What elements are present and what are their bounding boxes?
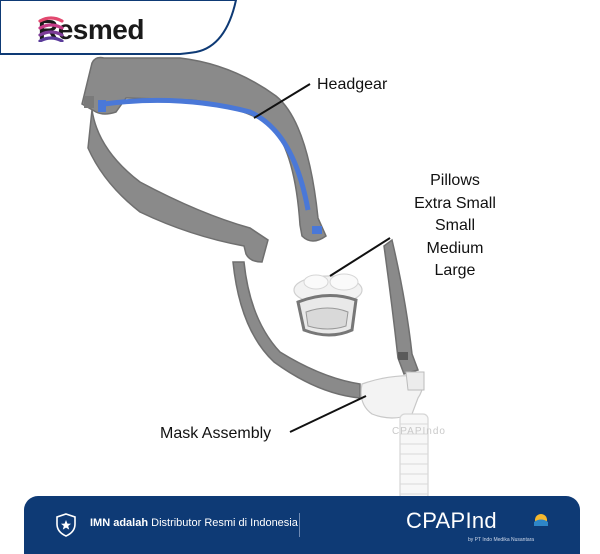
cpapindo-logo-subtitle: by PT Indo Medika Nusantara bbox=[468, 537, 535, 543]
logo-tab: Resmed bbox=[0, 0, 240, 60]
mask-assembly-illustration bbox=[360, 371, 429, 500]
mask-frame-illustration bbox=[232, 238, 419, 399]
headgear-illustration bbox=[81, 56, 327, 263]
resmed-mark-icon bbox=[38, 16, 64, 42]
distributor-rest: Distributor Resmi di Indonesia bbox=[148, 517, 298, 529]
headgear-label: Headgear bbox=[317, 76, 388, 93]
headgear-leader-line bbox=[253, 83, 311, 119]
pillows-cushion-illustration bbox=[293, 273, 363, 337]
mask-assembly-label: Mask Assembly bbox=[160, 425, 272, 442]
distributor-statement: IMN adalah Distributor Resmi di Indonesi… bbox=[90, 517, 298, 529]
pillow-size-large: Large bbox=[434, 262, 476, 279]
pillow-size-small: Small bbox=[434, 217, 475, 234]
pillow-size-medium: Medium bbox=[426, 239, 484, 257]
pillows-title: Pillows bbox=[430, 172, 480, 189]
distributor-bold: IMN adalah bbox=[90, 517, 149, 529]
pillows-label-group: Pillows Extra Small Small Medium Large bbox=[400, 170, 510, 283]
footer-divider bbox=[299, 513, 300, 537]
pillows-leader-line bbox=[329, 237, 391, 277]
shield-star-icon bbox=[56, 513, 76, 537]
mask-exploded-illustration bbox=[81, 56, 429, 500]
footer-banner: IMN adalah Distributor Resmi di Indonesi… bbox=[24, 496, 580, 554]
mask-assembly-leader-line bbox=[289, 395, 367, 433]
resmed-logo: Resmed bbox=[38, 14, 144, 46]
pillow-size-extra-small: Extra Small bbox=[414, 194, 496, 212]
cpapindo-logo-text: CPAPInd bbox=[406, 508, 497, 533]
watermark: CPAPIndo bbox=[392, 426, 446, 437]
cpapindo-logo-icon bbox=[534, 514, 548, 526]
